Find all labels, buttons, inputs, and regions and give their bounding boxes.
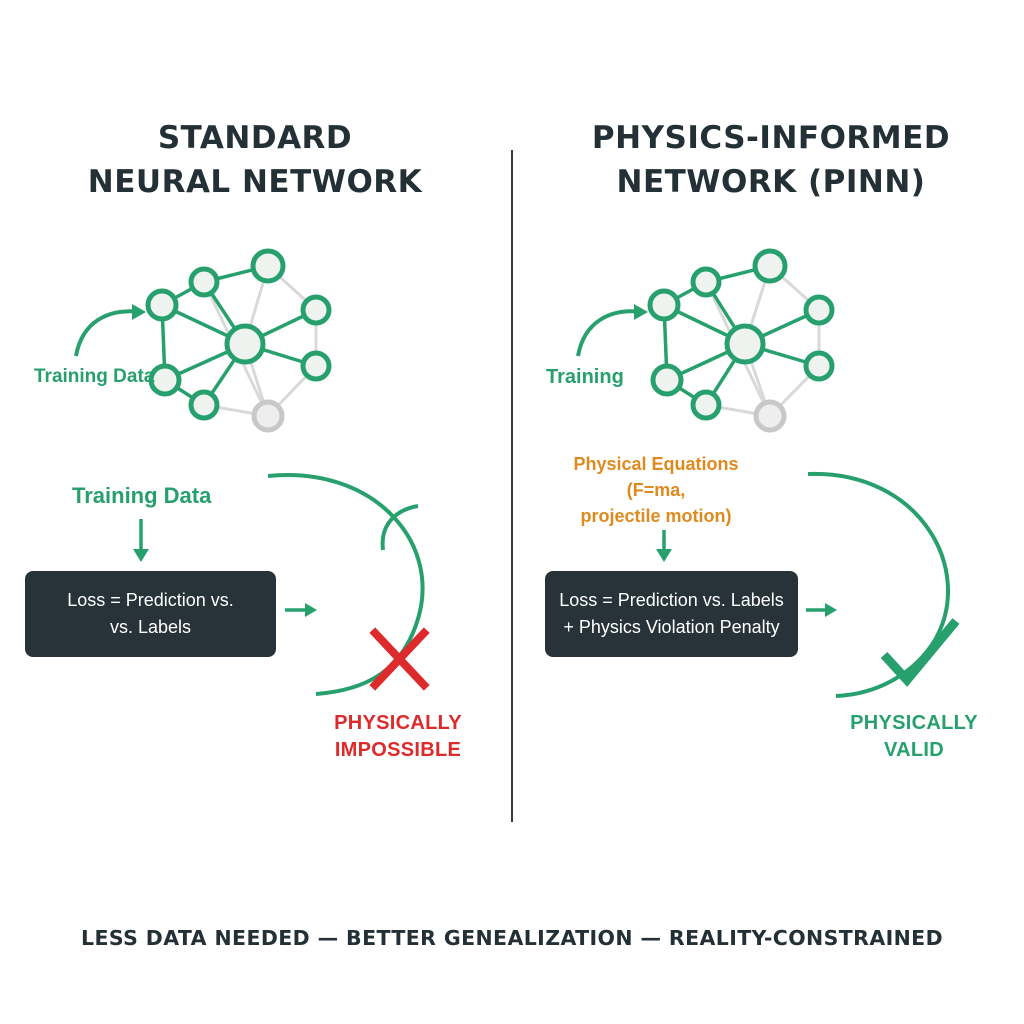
right-neural-network <box>647 248 835 433</box>
right-title-line-2: NETWORK (PINN) <box>616 164 926 200</box>
right-loss-line-2: + Physics Violation Penalty <box>563 617 780 637</box>
left-network-input-label: Training Data <box>34 366 155 387</box>
left-neural-network <box>145 248 332 433</box>
right-verdict-line-2: VALID <box>883 739 944 761</box>
right-title: PHYSICS-INFORMED NETWORK (PINN) <box>566 116 976 204</box>
left-loss-box: Loss = Prediction vs. vs. Labels <box>25 571 276 657</box>
left-loss-line-2: vs. Labels <box>109 617 192 637</box>
left-title: STANDARD NEURAL NETWORK <box>60 116 450 204</box>
left-title-line-1: STANDARD <box>157 120 353 156</box>
left-input-arrow <box>74 309 141 357</box>
equations-line-3: projectile motion) <box>580 506 732 526</box>
left-verdict: PHYSICALLY IMPOSSIBLE <box>318 710 478 764</box>
right-verdict-line-1: PHYSICALLY <box>850 712 978 734</box>
right-network-input-label: Training <box>546 366 624 388</box>
footer-summary: LESS DATA NEEDED — BETTER GENEALIZATION … <box>80 926 944 950</box>
left-title-line-2: NEURAL NETWORK <box>87 164 423 200</box>
right-down-arrow <box>656 530 672 562</box>
right-input-arrowhead <box>634 304 648 320</box>
right-input-arrow <box>576 309 643 357</box>
equations-line-1: Physical Equations <box>573 454 739 474</box>
left-trajectory-stray <box>380 504 419 551</box>
left-verdict-line-1: PHYSICALLY <box>334 712 462 734</box>
right-title-line-1: PHYSICS-INFORMED <box>591 120 951 156</box>
left-loss-line-1: Loss = Prediction vs. <box>67 590 234 610</box>
equations-line-2: (F=ma, <box>626 480 686 500</box>
right-right-arrow <box>806 603 837 617</box>
right-verdict: PHYSICALLY VALID <box>834 710 994 764</box>
left-right-arrow <box>285 603 317 617</box>
left-verdict-line-2: IMPOSSIBLE <box>334 739 462 761</box>
physics-equations-label: Physical Equations (F=ma, projectile mot… <box>556 451 756 529</box>
right-loss-box: Loss = Prediction vs. Labels + Physics V… <box>545 571 798 657</box>
left-trajectory-arc <box>267 472 425 696</box>
right-loss-line-1: Loss = Prediction vs. Labels <box>559 590 784 610</box>
right-trajectory-arc <box>807 471 951 698</box>
check-mark-icon <box>880 618 960 687</box>
left-input-label: Training Data <box>72 483 212 508</box>
left-down-arrow <box>133 519 149 562</box>
left-input-arrowhead <box>132 304 146 320</box>
cross-mark-icon <box>369 627 430 691</box>
